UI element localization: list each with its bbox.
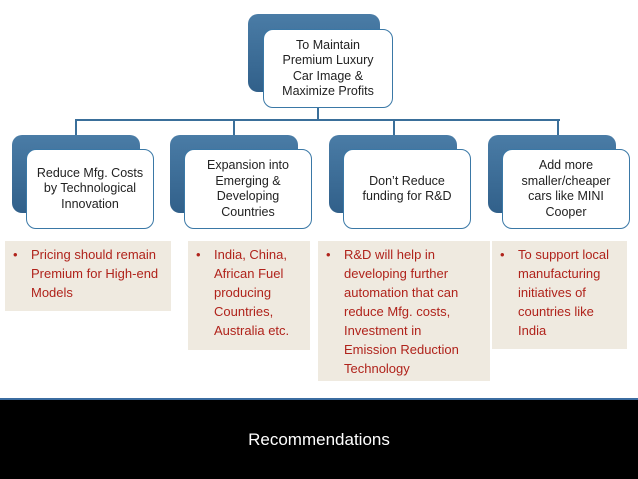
branch-node-1-label: Reduce Mfg. Costs by Technological Innov…: [36, 165, 144, 211]
note-2-text: India, China, African Fuel producing Cou…: [214, 247, 290, 338]
branch-node-4: Add more smaller/cheaper cars like MINI …: [502, 149, 630, 229]
root-node: To Maintain Premium Luxury Car Image & M…: [263, 29, 393, 108]
branch-node-1: Reduce Mfg. Costs by Technological Innov…: [26, 149, 154, 229]
note-4-text: To support local manufacturing initiativ…: [518, 247, 610, 338]
bullet-icon: •: [196, 247, 201, 262]
note-1: • Pricing should remain Premium for High-…: [5, 241, 171, 311]
note-2: • India, China, African Fuel producing Co…: [188, 241, 310, 350]
root-node-label: To Maintain Premium Luxury Car Image & M…: [282, 37, 374, 99]
footer-title: Recommendations: [248, 430, 390, 449]
note-3: • R&D will help in developing further aut…: [318, 241, 490, 381]
note-2-item: • India, China, African Fuel producing Co…: [194, 245, 304, 340]
branch-node-3-label: Don’t Reduce funding for R&D: [362, 173, 452, 204]
note-4-item: • To support local manufacturing initiati…: [498, 245, 621, 340]
branch-connector-1: [75, 119, 77, 136]
branch-node-2: Expansion into Emerging & Developing Cou…: [184, 149, 312, 229]
note-3-item: • R&D will help in developing further aut…: [324, 245, 484, 378]
bullet-icon: •: [500, 247, 505, 262]
branch-node-3: Don’t Reduce funding for R&D: [343, 149, 471, 229]
note-3-text: R&D will help in developing further auto…: [344, 247, 459, 376]
branch-connector-4: [557, 119, 559, 136]
root-connector-vertical: [317, 100, 319, 120]
bullet-icon: •: [326, 247, 331, 262]
branch-connector-2: [233, 119, 235, 136]
footer-banner: Recommendations: [0, 398, 638, 479]
branch-connector-horizontal: [75, 119, 560, 121]
note-1-text: Pricing should remain Premium for High-e…: [31, 247, 159, 300]
branch-connector-3: [393, 119, 395, 136]
branch-node-4-label: Add more smaller/cheaper cars like MINI …: [521, 158, 611, 219]
note-1-item: • Pricing should remain Premium for High-…: [11, 245, 165, 302]
note-4: • To support local manufacturing initiati…: [492, 241, 627, 349]
bullet-icon: •: [13, 247, 18, 262]
branch-node-2-label: Expansion into Emerging & Developing Cou…: [206, 158, 289, 219]
